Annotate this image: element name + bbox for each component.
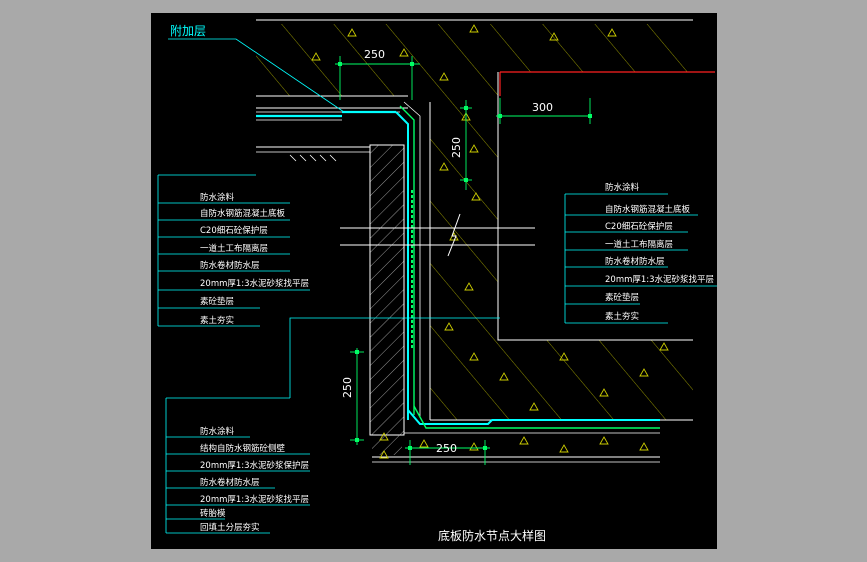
dim-right-width: 300 [532,101,553,114]
r-label-6: 20mm厚1:3水泥砂浆找平层 [605,274,714,285]
concrete-structure [256,19,693,421]
r-label-8: 素土夯实 [605,311,639,322]
dim-upper-height: 250 [450,137,463,158]
upper-left-layers [256,107,408,162]
right-labels: 防水涂料 自防水钢筋混凝土底板 C20细石砼保护层 一道土工布隔离层 防水卷材防… [605,182,714,322]
ll-label-1: 防水涂料 [200,426,235,437]
left-lower-labels: 防水涂料 结构自防水钢筋砼侧壁 20mm厚1:3水泥砂浆保护层 防水卷材防水层 … [200,426,309,533]
additional-layer-callout: 附加层 [168,24,345,113]
leader-lines [157,174,718,534]
ll-label-5: 20mm厚1:3水泥砂浆找平层 [200,494,309,505]
r-label-1: 防水涂料 [605,182,640,193]
lu-label-2: 自防水钢筋混凝土底板 [200,208,286,219]
break-line-symbol [340,213,535,257]
left-upper-labels: 防水涂料 自防水钢筋混凝土底板 C20细石砼保护层 一道土工布隔离层 防水卷材防… [200,192,309,326]
callout-label: 附加层 [170,24,206,38]
lu-label-8: 素土夯实 [200,315,234,326]
bottom-layers [372,405,660,463]
lu-label-5: 防水卷材防水层 [200,260,260,271]
r-label-4: 一道土工布隔离层 [605,239,673,250]
ll-label-2: 结构自防水钢筋砼侧壁 [200,443,286,454]
drawing-title: 底板防水节点大样图 [438,528,546,543]
r-label-3: C20细石砼保护层 [605,221,673,232]
lu-label-6: 20mm厚1:3水泥砂浆找平层 [200,278,309,289]
ll-label-3: 20mm厚1:3水泥砂浆保护层 [200,460,309,471]
r-label-2: 自防水钢筋混凝土底板 [605,204,691,215]
dim-top-width: 250 [364,48,385,61]
vertical-waterproof-layers [395,101,421,420]
ll-label-7: 回填土分层夯实 [200,522,260,533]
structure-edge-red [499,71,715,96]
dimension-ticks [338,62,592,450]
cad-drawing-canvas: 250 300 250 250 250 附加层 [151,13,718,549]
lu-label-4: 一道土工布隔离层 [200,243,268,254]
waterproof-node-detail-drawing: 250 300 250 250 250 附加层 [157,19,718,543]
dim-lower-height: 250 [341,377,354,398]
r-label-5: 防水卷材防水层 [605,256,665,267]
slab-recess-outline [497,72,693,341]
r-label-7: 素砼垫层 [605,292,639,303]
lu-label-3: C20细石砼保护层 [200,225,268,236]
ll-label-6: 砖胎模 [200,508,226,519]
lu-label-1: 防水涂料 [200,192,235,203]
lu-label-7: 素砼垫层 [200,296,234,307]
brick-tire-mold [369,144,405,455]
dim-bottom-width: 250 [436,442,457,455]
ll-label-4: 防水卷材防水层 [200,477,260,488]
